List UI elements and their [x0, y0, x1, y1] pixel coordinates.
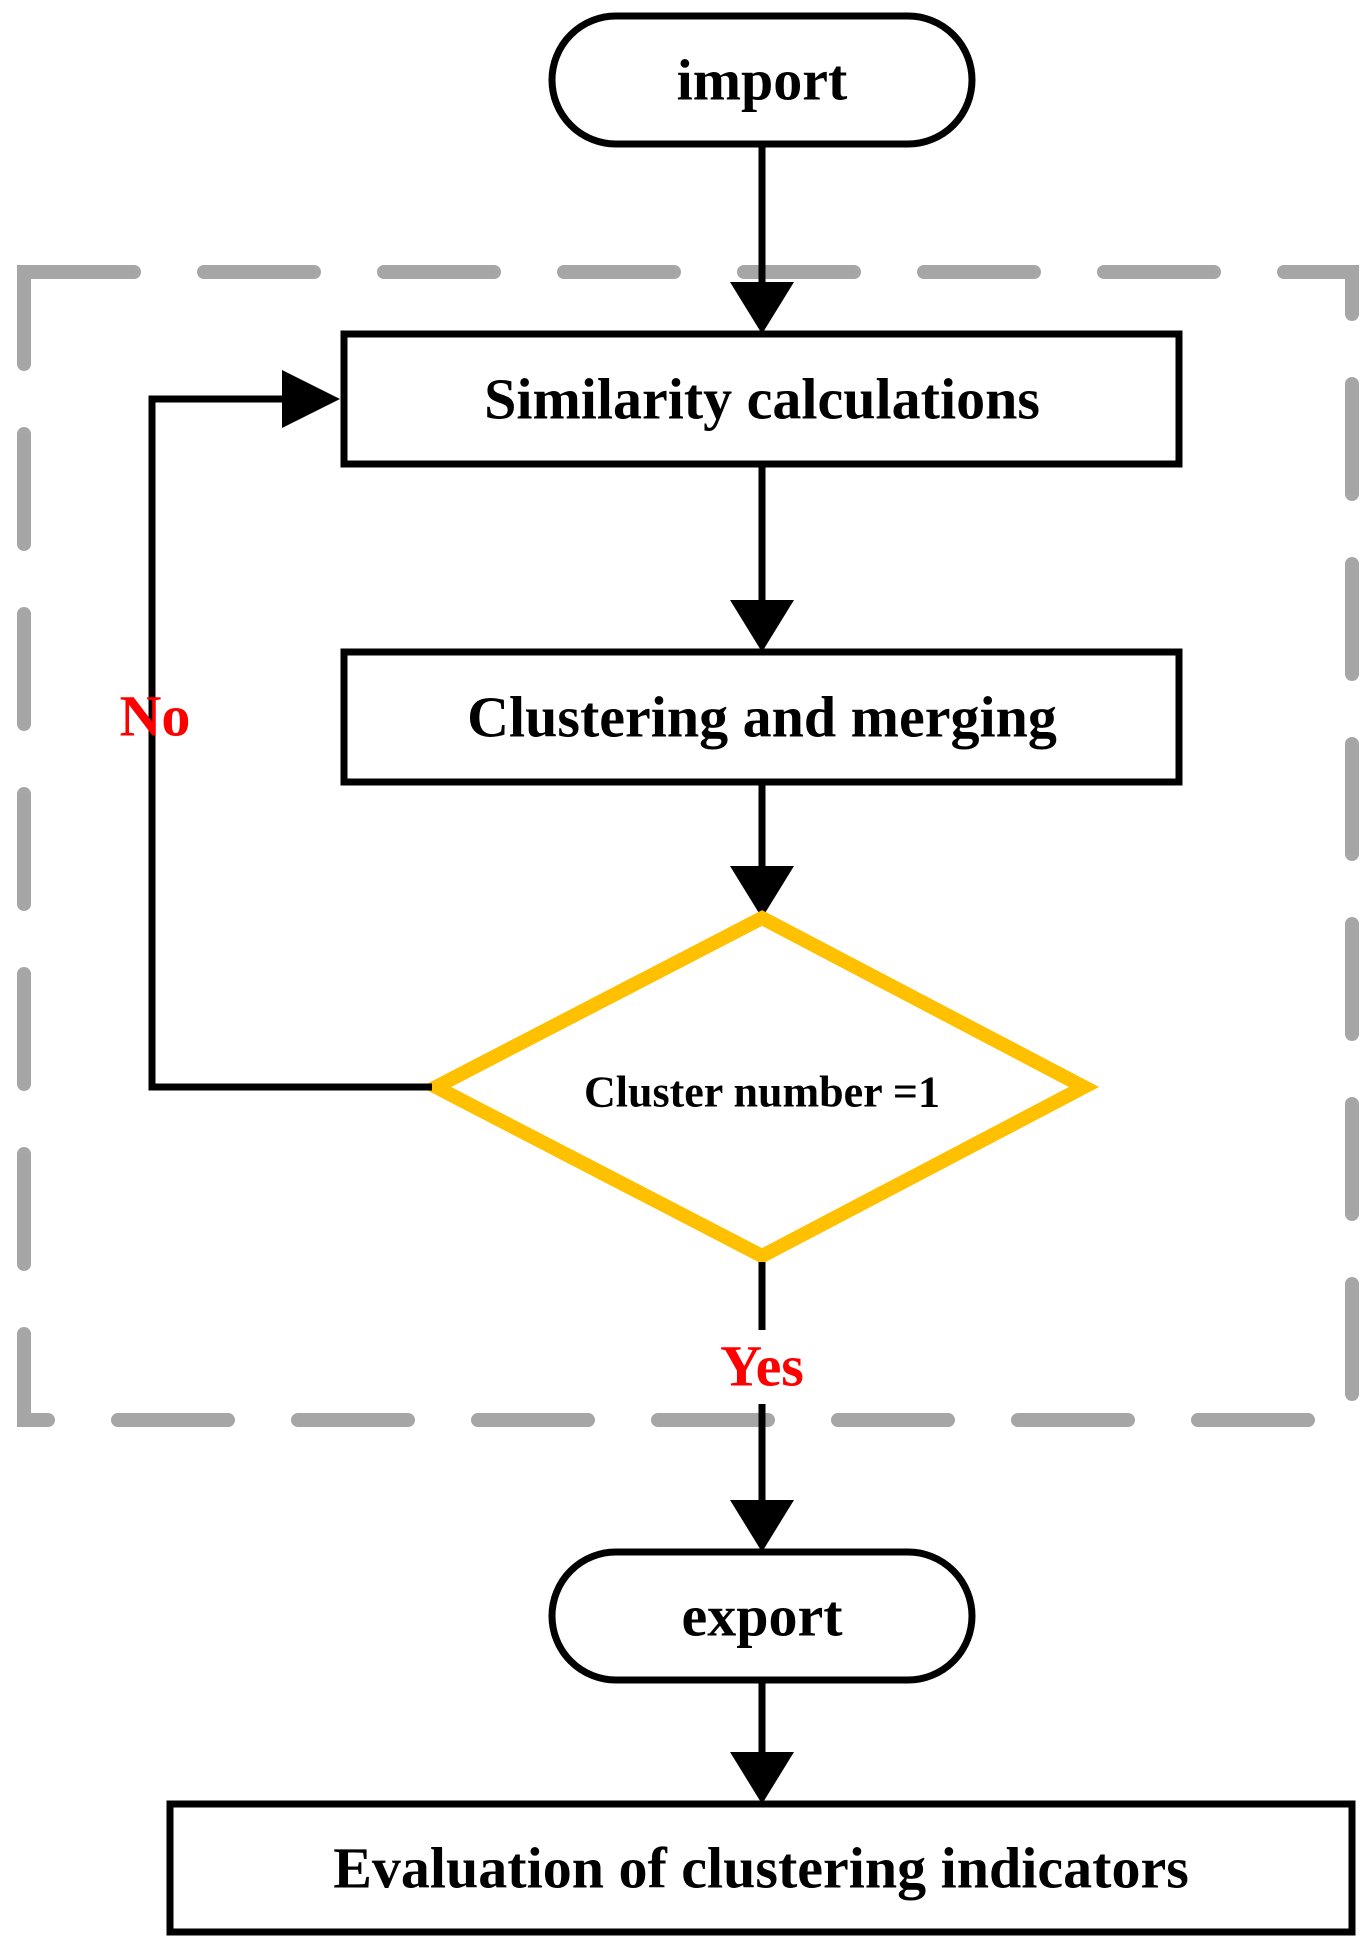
- arrowhead-similarity: [730, 282, 794, 334]
- import-label: import: [677, 48, 848, 113]
- clustering-label: Clustering and merging: [467, 685, 1057, 750]
- clustering-box: [340, 648, 1183, 786]
- arrowhead-clustering: [730, 600, 794, 652]
- dashed-frame: [17, 265, 1359, 1427]
- arrowhead-no-loop: [282, 370, 340, 428]
- evaluation-label: Evaluation of clustering indicators: [333, 1836, 1189, 1901]
- decision-diamond: [420, 910, 1100, 1264]
- decision-label: Cluster number =1: [584, 1068, 940, 1117]
- evaluation-box: [166, 1800, 1356, 1936]
- yes-label: Yes: [720, 1334, 804, 1399]
- no-label: No: [120, 684, 191, 749]
- arrowhead-export: [730, 1500, 794, 1552]
- no-loop-line: [148, 395, 432, 1091]
- export-label: export: [681, 1584, 843, 1649]
- similarity-label: Similarity calculations: [484, 367, 1040, 432]
- arrowhead-evaluation: [730, 1752, 794, 1804]
- arrowhead-decision: [730, 866, 794, 918]
- similarity-box: [340, 330, 1183, 468]
